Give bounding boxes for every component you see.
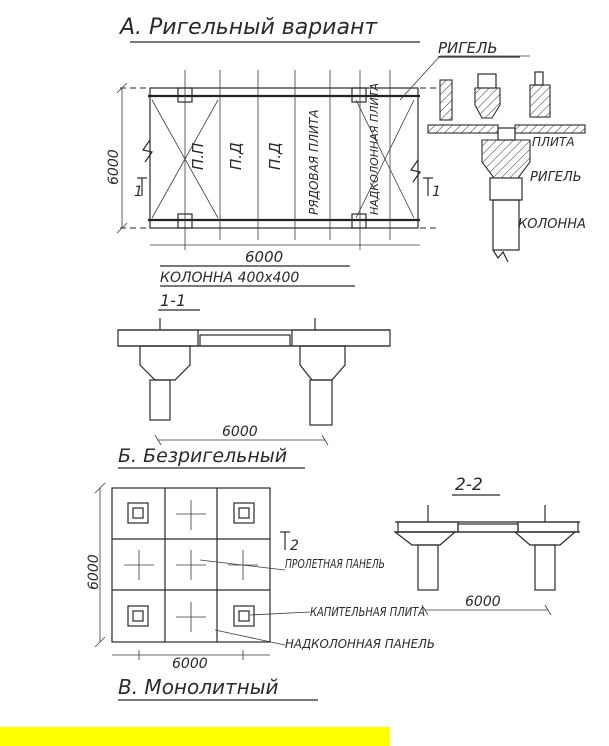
label-plita: ПЛИТА [532,135,575,149]
section-mark-1-right-label: 1 [432,184,441,200]
plan-view-c [94,482,290,660]
label-nadkolon-panel: НАДКОЛОННАЯ ПАНЕЛЬ [285,637,435,651]
highlight-bar [0,727,390,746]
section-mark-1-left [137,177,147,196]
dim-span-a: 6000 [245,248,283,266]
label-rigel-top: РИГЕЛЬ [438,39,498,57]
plan-view-a [120,70,440,240]
plan-label-pd-2: П.Д [266,142,284,170]
section-1-1-title: 1-1 [160,291,186,310]
plan-label-pp: П.П [189,143,207,170]
label-kolonna: КОЛОННА [518,217,586,232]
title-variant-b: Б. Безригельный [118,445,287,467]
plan-label-pd-1: П.Д [227,142,245,170]
dim-span-2-2: 6000 [465,594,501,610]
section-1-1-drawing [117,318,391,446]
section-mark-1-left-label: 1 [134,184,143,200]
plan-label-edge-plate: НАДКОЛОННАЯ ПЛИТА [368,83,381,215]
label-prolet-panel: ПРОЛЕТНАЯ ПАНЕЛЬ [285,557,385,571]
dim-height-a: 6000 [106,149,122,185]
rigel-detail [399,55,586,263]
plan-label-ordinary-plate: РЯДОВАЯ ПЛИТА [307,109,321,215]
dim-span-c: 6000 [172,656,208,672]
label-rigel-mid: РИГЕЛЬ [530,170,582,185]
title-variant-c: В. Монолитный [118,675,279,699]
dim-span-1-1: 6000 [222,424,258,440]
label-kapitel-plita: КАПИТЕЛЬНАЯ ПЛИТА [310,605,425,619]
column-size-label: КОЛОННА 400х400 [160,270,299,286]
section-mark-1-right [423,177,433,196]
section-2-2-title: 2-2 [455,475,483,495]
title-variant-a: А. Ригельный вариант [118,15,378,40]
dim-height-c: 6000 [86,554,102,590]
section-2-2-drawing [393,505,580,616]
section-mark-2: 2 [290,538,299,554]
